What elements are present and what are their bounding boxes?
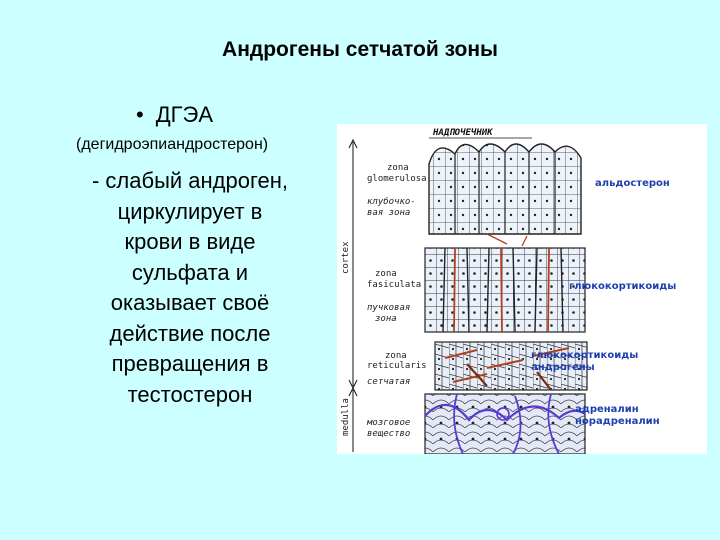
hormone-adrenaline: адреналин (575, 404, 639, 415)
slide-title: Андрогены сетчатой зоны (222, 38, 498, 61)
zona-reticularis-tissue (434, 341, 588, 391)
description-line: сульфата и (131, 259, 249, 285)
zone-fasciculata-latin-1: zona (375, 269, 397, 279)
zone-fasciculata-russian-2: зона (375, 314, 397, 324)
zone-glomerulosa-latin-1: zona (387, 163, 409, 173)
zone-reticularis-latin-2: reticularis (367, 361, 427, 371)
hormone-noradrenaline: норадреналин (575, 416, 660, 427)
zone-glomerulosa-russian-1: клубочко- (367, 196, 416, 207)
zone-fasciculata-latin-2: fasiculata (367, 280, 421, 290)
hormone-glucocorticoids-1: глюкокортикоиды (569, 281, 676, 292)
bullet-dot-icon: • (136, 102, 144, 127)
description-line: оказывает своё (110, 290, 270, 315)
zone-reticularis-latin-1: zona (385, 351, 407, 361)
description-line: действие после (109, 320, 271, 346)
description-line: крови в виде (124, 229, 256, 254)
medulla-label: medulla (341, 398, 351, 436)
zona-glomerulosa-tissue (428, 143, 582, 247)
medulla-russian-1: мозговое (366, 418, 410, 428)
abbreviation-expansion: (дегидроэпиандростерон) (76, 136, 269, 153)
bullet-text: ДГЭА (155, 102, 214, 127)
adrenal-cortex-diagram: НАДПОЧЕЧНИК cortex medulla zona glomerul… (337, 124, 707, 454)
medulla-tissue (424, 393, 586, 454)
zone-glomerulosa-latin-2: glomerulosa (367, 174, 427, 184)
description-line: превращения в (111, 351, 269, 376)
description-line: тестостерон (127, 381, 253, 407)
zona-fasciculata-tissue (424, 247, 586, 333)
description-line: - слабый андроген, (91, 168, 289, 193)
bullet-dhea: • ДГЭА (136, 102, 213, 128)
zone-glomerulosa-russian-2: вая зона (367, 208, 410, 218)
diagram-header: НАДПОЧЕЧНИК (432, 128, 494, 138)
zone-reticularis-russian: сетчатая (367, 377, 410, 387)
description-text: - слабый андроген, циркулирует в крови в… (54, 166, 326, 410)
medulla-russian-2: вещество (367, 429, 410, 439)
hormone-glucocorticoids-2: глюкокортикоиды (531, 350, 638, 361)
description-line: циркулирует в (117, 198, 263, 224)
hormone-androgens: андрогены (531, 362, 595, 373)
cortex-label: cortex (341, 241, 351, 274)
zone-fasciculata-russian-1: пучковая (367, 303, 410, 313)
hormone-aldosterone: альдостерон (595, 178, 670, 189)
